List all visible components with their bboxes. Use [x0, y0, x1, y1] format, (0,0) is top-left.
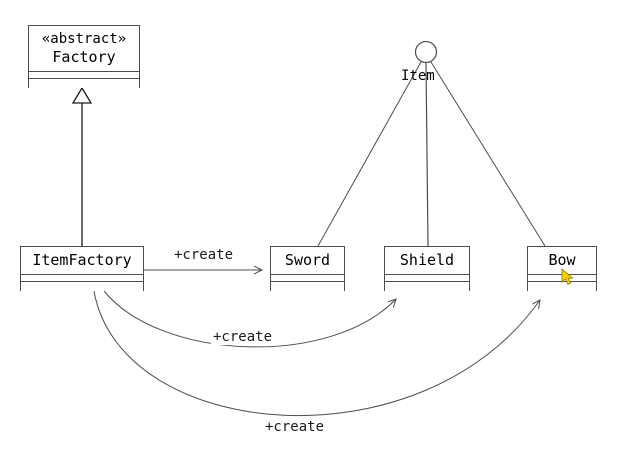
uml-operations-compartment-factory	[29, 79, 139, 88]
uml-classname-factory: Factory	[52, 47, 116, 66]
uml-name-compartment-factory: «abstract» Factory	[29, 26, 139, 72]
generalization-triangle-head	[71, 86, 93, 104]
uml-operations-compartment-sword	[271, 282, 344, 291]
uml-class-factory[interactable]: «abstract» Factory	[28, 25, 140, 88]
uml-operations-compartment-bow	[528, 282, 596, 291]
edge-dependency-itemfactory-bow	[93, 290, 540, 417]
uml-name-compartment-sword: Sword	[271, 247, 344, 275]
uml-name-compartment-bow: Bow	[528, 247, 596, 275]
uml-attributes-compartment-sword	[271, 275, 344, 282]
uml-classname-bow: Bow	[548, 251, 576, 269]
uml-classname-shield: Shield	[399, 251, 455, 269]
interface-label-item: Item	[401, 68, 435, 84]
edge-label-create-bow: +create	[263, 419, 327, 435]
edge-realization-sword-item	[317, 61, 422, 247]
uml-classname-itemfactory: ItemFactory	[32, 251, 132, 269]
uml-class-shield[interactable]: Shield	[384, 246, 470, 291]
edge-realization-bow-item	[430, 61, 546, 247]
edge-realization-shield-item	[425, 62, 429, 247]
uml-name-compartment-shield: Shield	[385, 247, 469, 275]
uml-attributes-compartment-shield	[385, 275, 469, 282]
uml-class-sword[interactable]: Sword	[270, 246, 345, 291]
edge-label-create-sword: +create	[172, 247, 236, 263]
uml-class-itemfactory[interactable]: ItemFactory	[20, 246, 144, 291]
edge-generalization-itemfactory-factory	[71, 86, 93, 246]
uml-name-compartment-itemfactory: ItemFactory	[21, 247, 143, 275]
uml-classname-sword: Sword	[284, 251, 331, 269]
uml-attributes-compartment-itemfactory	[21, 275, 143, 282]
uml-attributes-compartment-bow	[528, 275, 596, 282]
edge-label-create-shield: +create	[211, 329, 275, 345]
uml-class-bow[interactable]: Bow	[527, 246, 597, 291]
uml-operations-compartment-shield	[385, 282, 469, 291]
uml-stereotype-factory: «abstract»	[41, 30, 127, 47]
uml-attributes-compartment-factory	[29, 72, 139, 79]
interface-lollipop-circle	[414, 40, 438, 64]
uml-operations-compartment-itemfactory	[21, 282, 143, 291]
edge-dependency-itemfactory-shield	[103, 290, 396, 348]
